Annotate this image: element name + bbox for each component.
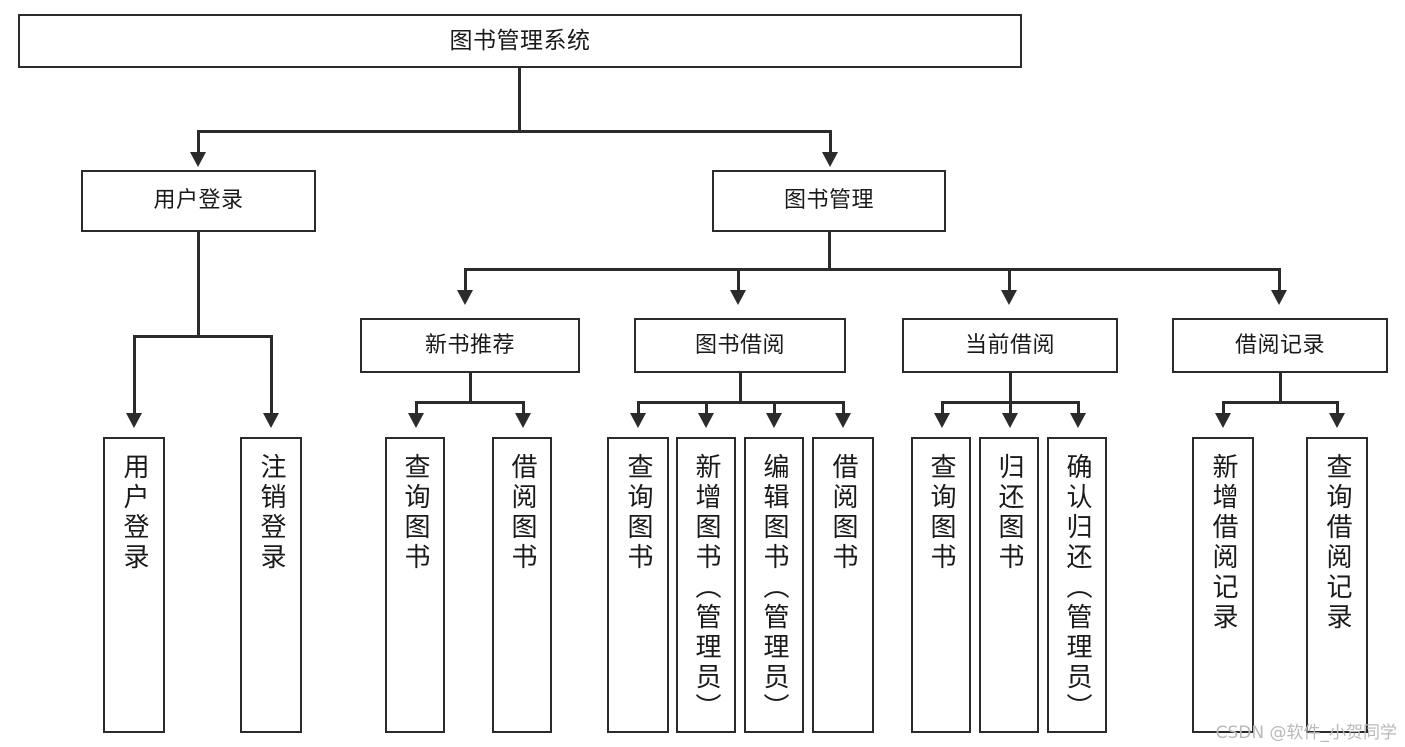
node-current-borrow[interactable]: 当前借阅 — [902, 318, 1118, 373]
node-label: 归还图书 — [994, 453, 1024, 573]
leaf-add-book-admin[interactable]: 新增图书（管理员） — [676, 437, 736, 733]
node-user-login[interactable]: 用户登录 — [81, 170, 316, 232]
connector-to-borrow-record — [1278, 268, 1281, 292]
connector-borrow-record-leaf-2 — [1336, 401, 1339, 415]
leaf-return-book[interactable]: 归还图书 — [979, 437, 1039, 733]
arrow-book-borrow-leaf-4 — [835, 413, 851, 428]
arrow-borrow-record-leaf-2 — [1329, 413, 1345, 428]
node-label: 查询图书 — [926, 453, 956, 573]
connector-root-stem — [518, 68, 521, 130]
arrow-to-current-borrow — [1001, 290, 1017, 305]
leaf-confirm-return-admin[interactable]: 确认归还（管理员） — [1047, 437, 1107, 733]
arrow-book-borrow-leaf-3 — [766, 413, 782, 428]
node-label: 确认归还（管理员） — [1062, 453, 1092, 723]
leaf-user-login[interactable]: 用户登录 — [103, 437, 165, 733]
node-label: 注销登录 — [256, 453, 286, 573]
connector-to-book-borrow — [737, 268, 740, 292]
node-label: 用户登录 — [119, 453, 149, 573]
connector-new-book-recommend-leaf-2 — [522, 401, 525, 415]
arrow-root-to-user-login — [190, 152, 206, 167]
node-label: 借阅记录 — [1234, 332, 1325, 358]
leaf-query-book-recommend[interactable]: 查询图书 — [385, 437, 445, 733]
connector-borrow-record-bar — [1222, 401, 1339, 404]
leaf-query-book-borrow[interactable]: 查询图书 — [607, 437, 669, 733]
node-book-management-system[interactable]: 图书管理系统 — [18, 14, 1022, 68]
connector-to-current-borrow — [1008, 268, 1011, 292]
connector-current-borrow-stem — [1009, 373, 1012, 401]
connector-current-borrow-leaf-3 — [1077, 401, 1080, 415]
node-label: 图书借阅 — [694, 332, 785, 358]
arrow-current-borrow-leaf-3 — [1070, 413, 1086, 428]
arrow-user-login-leaf-2 — [263, 413, 279, 428]
node-label: 查询图书 — [400, 453, 430, 573]
arrow-root-to-book-management — [822, 152, 838, 167]
arrow-to-borrow-record — [1271, 290, 1287, 305]
arrow-to-book-borrow — [730, 290, 746, 305]
connector-book-borrow-leaf-4 — [842, 401, 845, 415]
connector-book-management-stem — [828, 232, 831, 268]
connector-user-login-leaf-2 — [270, 335, 273, 415]
connector-user-login-stem — [197, 232, 200, 335]
arrow-current-borrow-leaf-2 — [1002, 413, 1018, 428]
arrow-user-login-leaf-1 — [126, 413, 142, 428]
connector-current-borrow-leaf-2 — [1009, 401, 1012, 415]
arrow-borrow-record-leaf-1 — [1215, 413, 1231, 428]
connector-root-to-user-login — [197, 130, 200, 154]
connector-new-book-recommend-stem — [469, 373, 472, 401]
connector-borrow-record-stem — [1279, 373, 1282, 401]
connector-book-borrow-leaf-3 — [773, 401, 776, 415]
node-book-management[interactable]: 图书管理 — [712, 170, 946, 232]
node-label: 图书管理系统 — [449, 27, 591, 54]
arrow-book-borrow-leaf-1 — [630, 413, 646, 428]
node-label: 新增图书（管理员） — [691, 453, 721, 723]
leaf-borrow-book[interactable]: 借阅图书 — [812, 437, 874, 733]
connector-new-book-recommend-leaf-1 — [415, 401, 418, 415]
node-label: 借阅图书 — [507, 453, 537, 573]
connector-to-new-book-recommend — [464, 268, 467, 292]
arrow-new-book-recommend-leaf-2 — [515, 413, 531, 428]
connector-user-login-leaf-1 — [133, 335, 136, 415]
node-label: 编辑图书（管理员） — [759, 453, 789, 723]
node-label: 图书管理 — [783, 188, 874, 214]
node-label: 借阅图书 — [828, 453, 858, 573]
node-label: 用户登录 — [153, 188, 244, 214]
connector-book-borrow-stem — [739, 373, 742, 401]
node-book-borrow[interactable]: 图书借阅 — [634, 318, 846, 373]
leaf-edit-book-admin[interactable]: 编辑图书（管理员） — [744, 437, 804, 733]
connector-book-borrow-bar — [637, 401, 845, 404]
leaf-query-book-current[interactable]: 查询图书 — [911, 437, 971, 733]
connector-root-bar — [197, 130, 831, 133]
connector-user-login-bar — [133, 335, 272, 338]
arrow-current-borrow-leaf-1 — [934, 413, 950, 428]
node-label: 新书推荐 — [424, 332, 515, 358]
leaf-add-borrow-record[interactable]: 新增借阅记录 — [1192, 437, 1254, 733]
arrow-to-new-book-recommend — [457, 290, 473, 305]
node-label: 新增借阅记录 — [1208, 453, 1238, 633]
node-label: 查询图书 — [623, 453, 653, 573]
node-new-book-recommend[interactable]: 新书推荐 — [360, 318, 580, 373]
arrow-book-borrow-leaf-2 — [698, 413, 714, 428]
connector-book-borrow-leaf-2 — [705, 401, 708, 415]
connector-book-borrow-leaf-1 — [637, 401, 640, 415]
leaf-borrow-book-recommend[interactable]: 借阅图书 — [492, 437, 552, 733]
node-label: 当前借阅 — [964, 332, 1055, 358]
connector-new-book-recommend-bar — [415, 401, 525, 404]
arrow-new-book-recommend-leaf-1 — [408, 413, 424, 428]
connector-borrow-record-leaf-1 — [1222, 401, 1225, 415]
leaf-logout[interactable]: 注销登录 — [240, 437, 302, 733]
leaf-query-borrow-record[interactable]: 查询借阅记录 — [1306, 437, 1368, 733]
connector-current-borrow-leaf-1 — [941, 401, 944, 415]
connector-root-to-book-management — [829, 130, 832, 154]
connector-level3-bar — [464, 268, 1281, 271]
node-label: 查询借阅记录 — [1322, 453, 1352, 633]
node-borrow-record[interactable]: 借阅记录 — [1172, 318, 1388, 373]
